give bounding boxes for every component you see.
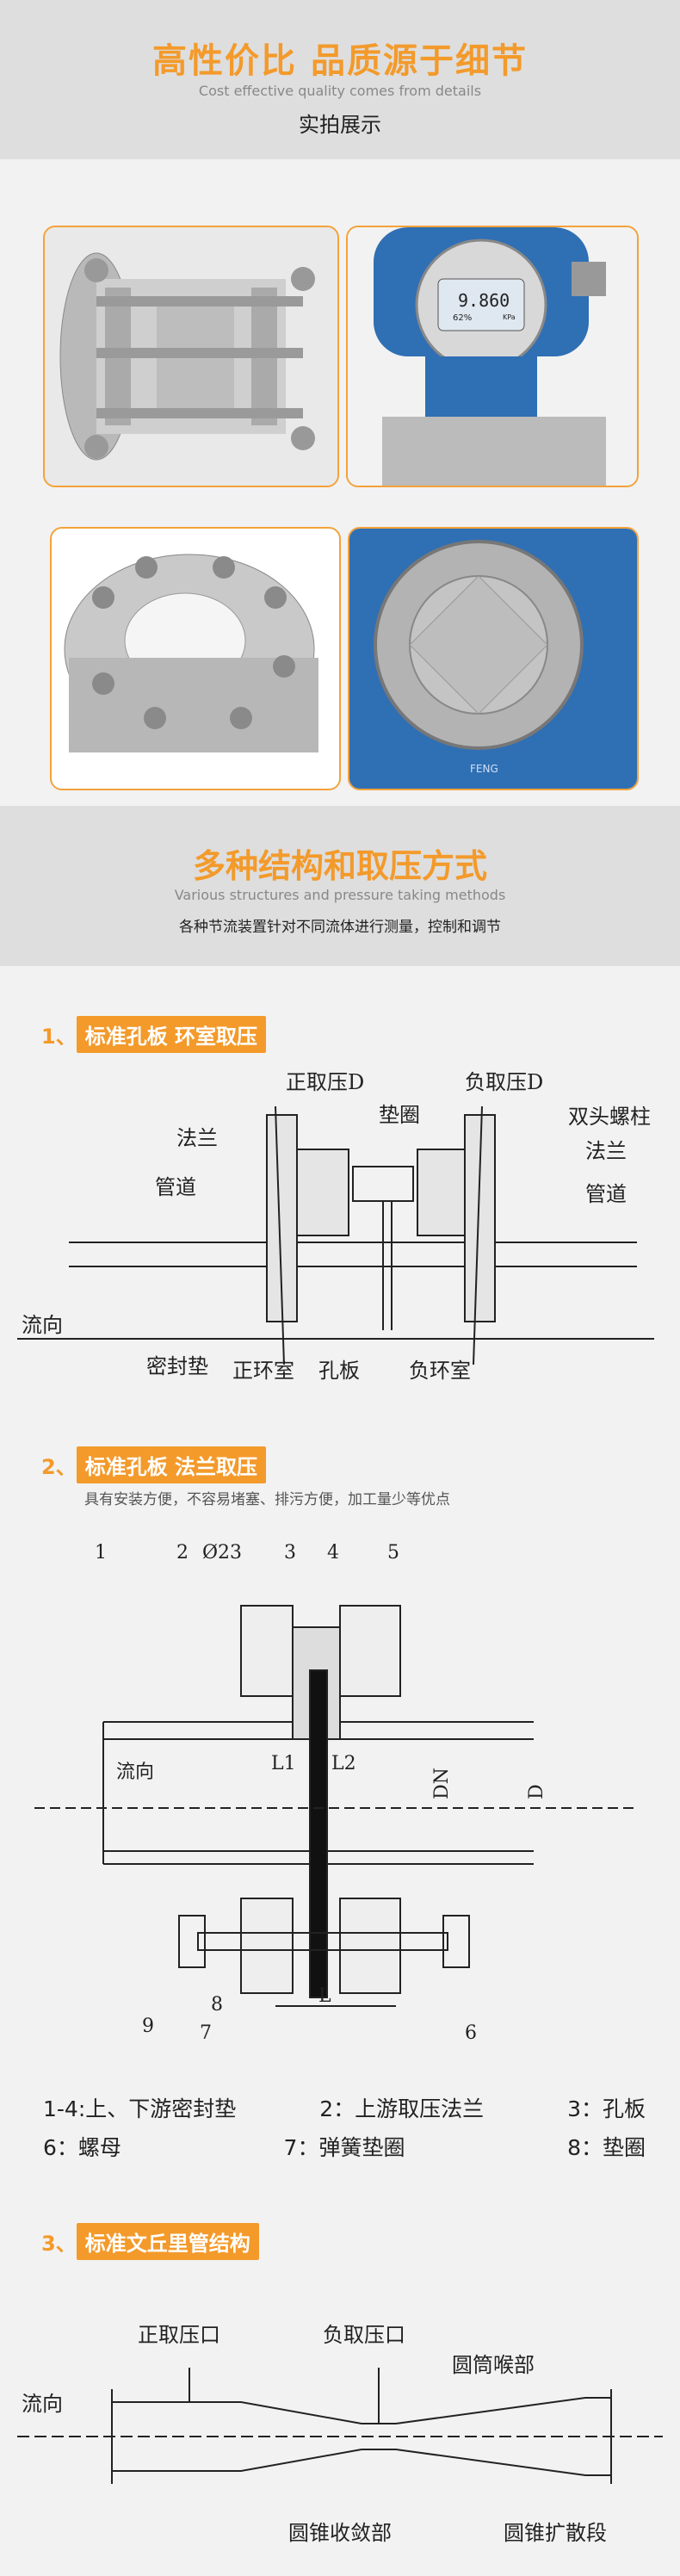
label-converge: 圆锥收敛部 bbox=[288, 2521, 392, 2545]
num-7: 7 bbox=[200, 2022, 212, 2044]
brand-mark: FENG bbox=[470, 763, 498, 775]
label-l: L bbox=[318, 1985, 331, 2007]
label-d: D bbox=[526, 1784, 547, 1799]
legend-item: 1-4:上、下游密封垫 bbox=[43, 2096, 237, 2121]
dia-23: Ø23 bbox=[202, 1542, 242, 1564]
diagram-ring-chamber-orifice: 正取压D 负取压D 垫圈 双头螺柱 法兰 法兰 管道 管道 流向 密封垫 正环室… bbox=[17, 1070, 654, 1383]
photo-orifice-flange-side bbox=[43, 226, 339, 487]
label-flow: 流向 bbox=[22, 1313, 63, 1337]
label-pos-tap-venturi: 正取压口 bbox=[138, 2323, 220, 2347]
flange-assembly-image bbox=[45, 227, 337, 486]
section3-heading: 3、 标准文丘里管结构 bbox=[41, 2223, 259, 2260]
label-flange-left: 法兰 bbox=[176, 1126, 218, 1150]
section1-label: 标准孔板 环室取压 bbox=[76, 1016, 267, 1053]
display-unit: KPa bbox=[503, 313, 516, 321]
photo-transmitter-front: 9.860 62% KPa bbox=[346, 226, 639, 487]
structures-title: 多种结构和取压方式 bbox=[192, 847, 487, 885]
num-1: 1 bbox=[95, 1542, 107, 1564]
num-8: 8 bbox=[211, 1994, 223, 2016]
display-reading: 9.860 bbox=[458, 290, 510, 311]
label-orifice: 孔板 bbox=[318, 1359, 360, 1383]
photo-transmitter-cap: FENG bbox=[348, 527, 639, 790]
display-percent: 62% bbox=[453, 313, 473, 323]
label-pos-tap: 正取压D bbox=[286, 1070, 364, 1094]
page-title: 高性价比 品质源于细节 bbox=[152, 41, 528, 81]
legend-row-1: 1-4:上、下游密封垫 2：上游取压法兰 3：孔板 bbox=[43, 2092, 646, 2123]
legend-item: 7：弹簧垫圈 bbox=[283, 2135, 405, 2160]
num-2: 2 bbox=[176, 1542, 189, 1564]
structures-band bbox=[0, 806, 680, 966]
photo-orifice-flange-top bbox=[50, 527, 341, 790]
section3-label: 标准文丘里管结构 bbox=[76, 2223, 259, 2260]
label-throat: 圆筒喉部 bbox=[452, 2353, 535, 2377]
header-band bbox=[0, 0, 680, 159]
section2-heading: 2、 标准孔板 法兰取压 bbox=[41, 1446, 267, 1483]
label-l1: L1 bbox=[271, 1753, 296, 1774]
section1-number: 1、 bbox=[41, 1025, 77, 1049]
label-seal: 密封垫 bbox=[146, 1354, 208, 1378]
section2-number: 2、 bbox=[41, 1455, 77, 1479]
section2-description: 具有安装方便，不容易堵塞、排污方便，加工量少等优点 bbox=[84, 1491, 450, 1508]
label-neg-tap: 负取压D bbox=[465, 1070, 543, 1094]
page-subtitle: Cost effective quality comes from detail… bbox=[198, 83, 482, 99]
legend-item: 6：螺母 bbox=[43, 2135, 121, 2160]
legend-item: 2：上游取压法兰 bbox=[319, 2096, 485, 2121]
label-gasket-ring: 垫圈 bbox=[379, 1103, 420, 1127]
section1-heading: 1、 标准孔板 环室取压 bbox=[41, 1016, 267, 1053]
label-flange-right: 法兰 bbox=[585, 1139, 627, 1163]
label-pipe-left: 管道 bbox=[155, 1175, 196, 1199]
label-dn: DN bbox=[431, 1768, 453, 1799]
section3-number: 3、 bbox=[41, 2232, 77, 2256]
structures-subtitle: Various structures and pressure taking m… bbox=[174, 887, 506, 903]
label-flow-3: 流向 bbox=[22, 2392, 63, 2416]
num-4: 4 bbox=[327, 1542, 339, 1564]
diagram-flange-tap-orifice: 1 2 Ø23 3 4 5 L1 L2 DN D 流向 9 8 7 L 6 bbox=[34, 1542, 637, 2044]
label-pipe-right: 管道 bbox=[585, 1182, 627, 1206]
section-title-photos: 实拍展示 bbox=[299, 113, 381, 137]
legend-item: 3：孔板 bbox=[567, 2096, 646, 2121]
label-l2: L2 bbox=[331, 1753, 356, 1774]
label-neg-tap-venturi: 负取压口 bbox=[323, 2323, 405, 2347]
num-9: 9 bbox=[142, 2016, 154, 2037]
legend-row-2: 6：螺母 7：弹簧垫圈 8：垫圈 bbox=[43, 2131, 646, 2162]
transmitter-cap-image bbox=[349, 529, 637, 789]
label-stud: 双头螺柱 bbox=[568, 1105, 651, 1129]
num-6: 6 bbox=[465, 2022, 477, 2044]
label-diverge: 圆锥扩散段 bbox=[504, 2521, 607, 2545]
flange-top-image bbox=[52, 529, 339, 789]
structures-description: 各种节流装置针对不同流体进行测量，控制和调节 bbox=[179, 919, 501, 936]
label-pos-chamber: 正环室 bbox=[232, 1359, 294, 1383]
num-3: 3 bbox=[284, 1542, 296, 1564]
transmitter-image bbox=[348, 227, 637, 486]
label-flow-2: 流向 bbox=[116, 1762, 154, 1783]
diagram-venturi-tube: 正取压口 负取压口 圆筒喉部 流向 圆锥收敛部 圆锥扩散段 bbox=[17, 2323, 663, 2545]
section2-label: 标准孔板 法兰取压 bbox=[76, 1446, 267, 1483]
legend-item: 8：垫圈 bbox=[567, 2135, 646, 2160]
num-5: 5 bbox=[387, 1542, 399, 1564]
label-neg-chamber: 负环室 bbox=[409, 1359, 471, 1383]
